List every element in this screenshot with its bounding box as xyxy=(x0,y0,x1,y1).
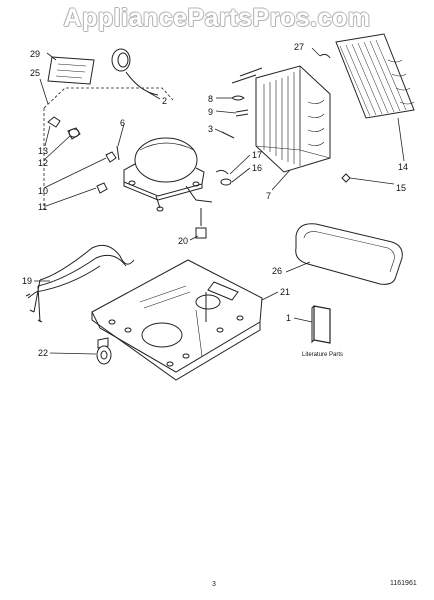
grommet-part xyxy=(195,208,207,239)
relay-overload-cluster xyxy=(47,116,120,194)
callout-2: 2 xyxy=(162,96,168,106)
wire-harness-part xyxy=(25,244,135,323)
compressor-part xyxy=(123,137,213,212)
callout-15: 15 xyxy=(396,183,407,193)
watermark-text: AppliancePartsPros.com xyxy=(63,4,371,32)
callout-13: 13 xyxy=(38,146,49,156)
callout-27: 27 xyxy=(294,42,305,52)
literature-booklet xyxy=(311,305,331,344)
callout-6: 6 xyxy=(120,118,126,128)
callout-16: 16 xyxy=(252,163,263,173)
overload-part xyxy=(111,48,159,96)
label-plate-part xyxy=(47,56,95,85)
callout-14: 14 xyxy=(398,162,409,172)
callout-10: 10 xyxy=(38,186,49,196)
assembly-bracket-dashed xyxy=(43,87,174,210)
evaporator-part xyxy=(335,33,415,119)
condenser-part xyxy=(231,65,331,173)
callout-leader-lines xyxy=(34,47,405,355)
literature-parts-label: Literature Parts xyxy=(302,352,344,358)
callout-8: 8 xyxy=(208,94,214,104)
callout-25: 25 xyxy=(30,68,41,78)
callout-21: 21 xyxy=(280,287,291,297)
callout-26: 26 xyxy=(272,266,283,276)
drain-pan-part xyxy=(295,223,403,285)
callout-17: 17 xyxy=(252,150,263,160)
callout-1: 1 xyxy=(286,313,292,323)
callout-11: 11 xyxy=(38,202,48,212)
callout-7: 7 xyxy=(266,191,272,201)
clip-washer-parts xyxy=(215,169,232,186)
document-number: 1161961 xyxy=(390,580,417,587)
callout-9: 9 xyxy=(208,107,214,117)
callout-22: 22 xyxy=(38,348,49,358)
callout-20: 20 xyxy=(178,236,189,246)
callout-12: 12 xyxy=(38,158,49,168)
page-number: 3 xyxy=(212,581,216,588)
callout-19: 19 xyxy=(22,276,33,286)
callout-29: 29 xyxy=(30,49,41,59)
base-plate-part xyxy=(91,259,263,381)
caster-wheel-part xyxy=(96,337,112,365)
callout-3: 3 xyxy=(208,124,214,134)
